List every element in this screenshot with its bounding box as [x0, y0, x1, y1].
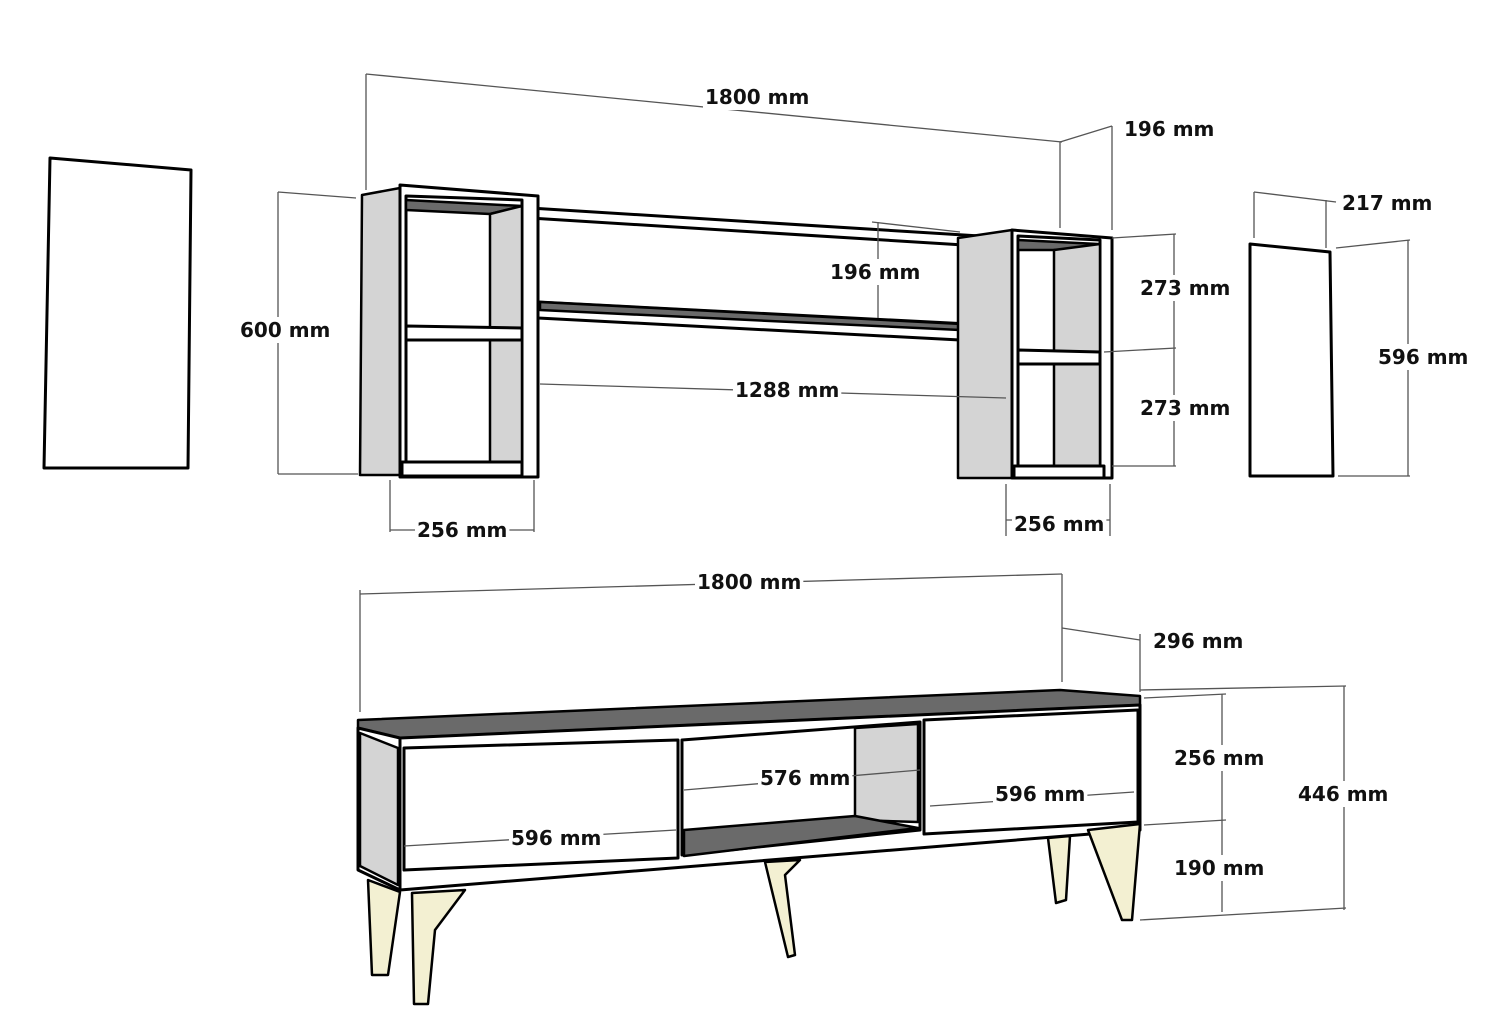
dimension-line [1139, 685, 1347, 691]
label-background [993, 781, 1088, 807]
label-background [733, 377, 842, 403]
label-background [238, 317, 333, 343]
label-background [1138, 395, 1233, 421]
dimension-line [1103, 347, 1177, 353]
dimension-line [1061, 627, 1141, 641]
label-background [1122, 116, 1217, 142]
label-background [1151, 628, 1246, 654]
leg [1086, 822, 1142, 922]
open-section-floor [682, 814, 920, 858]
right-unit-bottom [1012, 464, 1106, 480]
label-side-panel-depth: 217 mm [1342, 191, 1432, 215]
label-background [509, 825, 604, 851]
label-middle-shelf-width: 1288 mm [735, 378, 839, 402]
leg [1046, 834, 1072, 905]
label-background [758, 765, 853, 791]
dimension-line [1143, 693, 1227, 699]
label-background [1172, 745, 1267, 771]
label-background [415, 517, 510, 543]
dimension-line [1111, 233, 1177, 239]
leg [410, 888, 467, 1006]
label-leg-height: 190 mm [1174, 856, 1264, 880]
label-lower-compartment: 273 mm [1140, 396, 1230, 420]
label-total-height: 446 mm [1298, 782, 1388, 806]
label-body-height: 256 mm [1174, 746, 1264, 770]
label-background [1172, 855, 1267, 881]
label-background [695, 569, 804, 595]
right-drawer-door[interactable] [922, 708, 1140, 836]
left-unit-side [358, 186, 402, 477]
label-stand-depth: 296 mm [1153, 629, 1243, 653]
leg [763, 858, 802, 959]
wall-shelf-unit [358, 183, 1114, 480]
label-background [703, 84, 812, 110]
label-background [1138, 275, 1233, 301]
side-panel [1248, 242, 1335, 478]
right-unit-shelf [1016, 348, 1102, 366]
dimension-line [1139, 907, 1347, 921]
back-panel [42, 156, 193, 470]
dimension-line [871, 221, 961, 233]
label-shelf-depth: 196 mm [1124, 117, 1214, 141]
label-background [1012, 511, 1107, 537]
left-unit-bottom [400, 460, 524, 478]
label-background [1376, 344, 1471, 370]
label-background [828, 259, 923, 285]
label-upper-compartment: 273 mm [1140, 276, 1230, 300]
tv-stand [356, 688, 1142, 1006]
left-unit-shelf [404, 324, 524, 342]
right-unit-side [956, 228, 1014, 480]
left-drawer-door[interactable] [402, 738, 680, 872]
label-side-panel-height: 596 mm [1378, 345, 1468, 369]
stand-side [358, 731, 400, 887]
label-right-unit-width: 256 mm [1014, 512, 1104, 536]
label-shelf-width: 1800 mm [705, 85, 809, 109]
label-background [1296, 781, 1391, 807]
dimension-line [277, 191, 357, 199]
dimension-line [1335, 239, 1411, 249]
label-right-door-width: 596 mm [995, 782, 1085, 806]
dimension-line [1059, 125, 1113, 143]
label-shelf-height: 600 mm [240, 318, 330, 342]
label-open-section-width: 576 mm [760, 766, 850, 790]
label-left-unit-width: 256 mm [417, 518, 507, 542]
dimension-line [1253, 191, 1337, 203]
dimension-line [1143, 819, 1227, 826]
label-background [1340, 190, 1435, 216]
label-stand-width: 1800 mm [697, 570, 801, 594]
label-left-door-width: 596 mm [511, 826, 601, 850]
label-middle-shelf-depth: 196 mm [830, 260, 920, 284]
dimension-labels: 1800 mm 196 mm 600 mm 196 mm 1288 mm 273 mm 27… [238, 84, 1471, 881]
leg [366, 878, 402, 977]
